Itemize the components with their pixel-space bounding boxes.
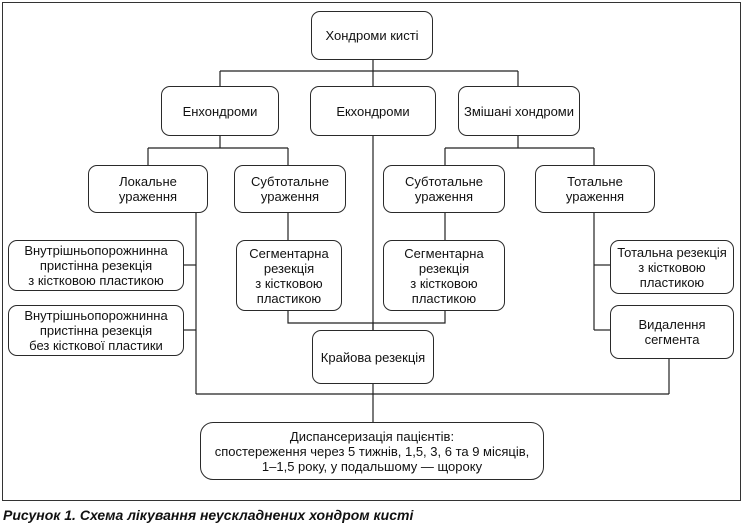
node-ecchondromas: Екхондроми [310,86,436,136]
node-subtotal-lesion-right: Субтотальне ураження [383,165,505,213]
node-intracavitary-with-graft: Внутрішньопорожнинна пристінна резекція … [8,240,184,291]
connector-segmental-left-marginal [287,311,374,330]
node-segment-removal: Видалення сегмента [610,305,734,359]
node-follow-up: Диспансеризація пацієнтів: спостереження… [200,422,544,480]
node-total-resection: Тотальна резекція з кістковою пластикою [610,240,734,294]
node-subtotal-lesion-left: Субтотальне ураження [234,165,346,213]
node-local-lesion: Локальне ураження [88,165,208,213]
node-total-lesion: Тотальне ураження [535,165,655,213]
node-intracavitary-without-graft: Внутрішньопорожнинна пристінна резекція … [8,305,184,356]
node-segmental-resection-left: Сегментарна резекція з кістковою пластик… [236,240,342,311]
node-enchondromas: Енхондроми [161,86,279,136]
diagram-frame [2,2,741,501]
figure-caption: Рисунок 1. Схема лікування неускладнених… [3,507,414,523]
node-mixed-chondromas: Змішані хондроми [458,86,580,136]
node-marginal-resection: Крайова резекція [312,330,434,384]
node-hand-chondromas: Хондроми кисті [311,11,433,60]
node-segmental-resection-right: Сегментарна резекція з кістковою пластик… [383,240,505,311]
connector-segmental-right-marginal [373,311,446,324]
